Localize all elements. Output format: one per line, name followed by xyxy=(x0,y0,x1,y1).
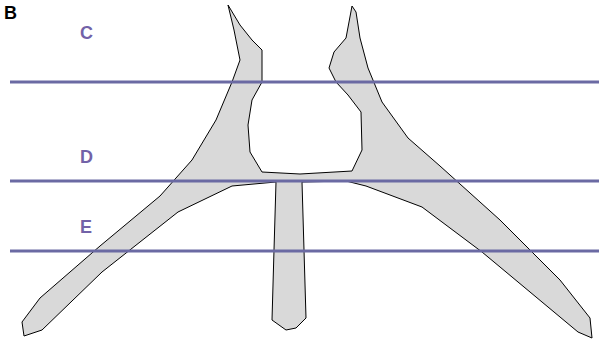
section-label: D xyxy=(80,148,93,166)
section-line xyxy=(10,81,599,84)
section-line xyxy=(10,180,599,183)
section-label: E xyxy=(80,218,92,236)
section-line xyxy=(10,250,599,253)
section-label: C xyxy=(80,24,93,42)
bone-shape xyxy=(22,5,592,338)
panel-letter: B xyxy=(4,4,17,22)
